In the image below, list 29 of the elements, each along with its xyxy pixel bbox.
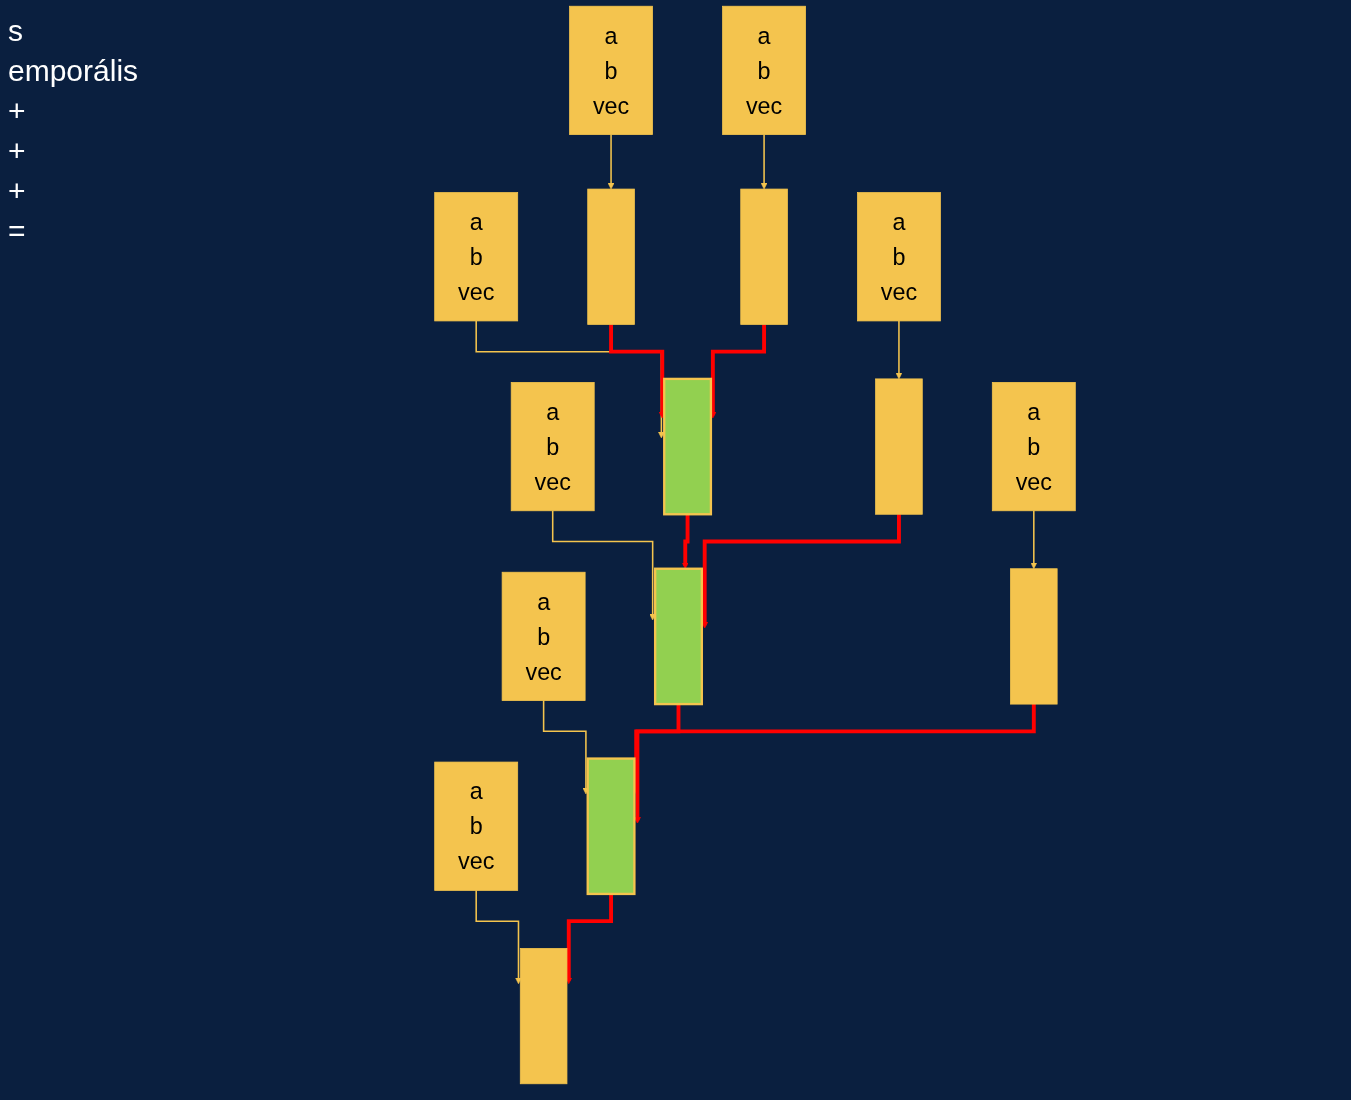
node-bar bbox=[1010, 568, 1058, 705]
node-box: a b vec bbox=[857, 192, 941, 322]
label-text: emporális bbox=[8, 54, 140, 88]
arrow bbox=[760, 133, 768, 190]
arrow bbox=[895, 320, 903, 380]
node-bar bbox=[654, 567, 703, 706]
node-bar bbox=[740, 188, 788, 325]
node-bar bbox=[875, 378, 923, 515]
arrow bbox=[542, 699, 590, 795]
arrow bbox=[551, 510, 657, 621]
node-box: a b vec bbox=[569, 5, 653, 135]
node-bar bbox=[663, 377, 713, 516]
label-text: + bbox=[8, 174, 27, 208]
node-bar bbox=[519, 948, 568, 1085]
arrow bbox=[1030, 510, 1038, 570]
label-text: s bbox=[8, 14, 24, 48]
arrow bbox=[475, 889, 522, 985]
arrow bbox=[607, 133, 615, 190]
node-bar bbox=[586, 757, 636, 896]
node-box: a b vec bbox=[722, 5, 806, 135]
node-box: a b vec bbox=[991, 382, 1076, 512]
node-box: a b vec bbox=[510, 382, 595, 512]
node-box: a b vec bbox=[434, 761, 519, 891]
label-text: = bbox=[8, 214, 27, 248]
label-text: + bbox=[8, 94, 27, 128]
node-bar bbox=[587, 188, 635, 325]
node-box: a b vec bbox=[501, 571, 586, 701]
node-box: a b vec bbox=[434, 192, 519, 322]
label-text: + bbox=[8, 134, 27, 168]
